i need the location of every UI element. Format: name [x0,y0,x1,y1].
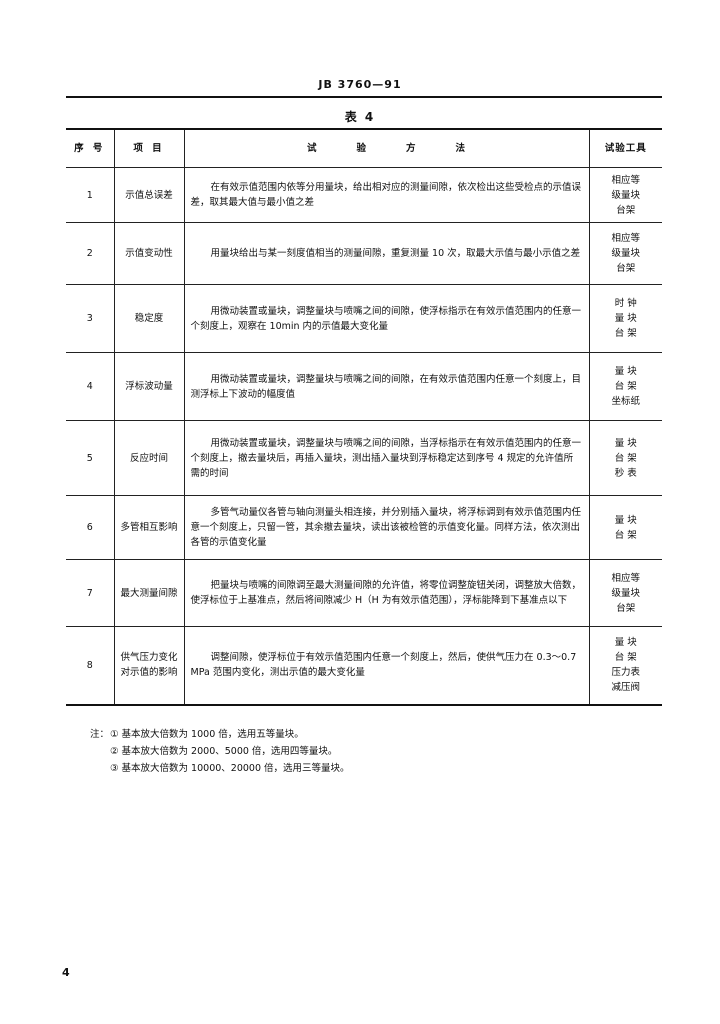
note-item: ③ 基本放大倍数为 10000、20000 倍，选用三等量块。 [110,763,350,774]
note-item: ② 基本放大倍数为 2000、5000 倍，选用四等量块。 [110,746,338,757]
tool-item: 相应等 [611,233,640,244]
row-number: 6 [66,495,115,560]
row-number: 4 [66,352,115,421]
row-method-text: 用量块给出与某一刻度值相当的测量间隙，重复测量 10 次，取最大示值与最小示值之… [210,248,581,259]
note-item: ① 基本放大倍数为 1000 倍，选用五等量块。 [110,729,304,740]
row-method: 用量块给出与某一刻度值相当的测量间隙，重复测量 10 次，取最大示值与最小示值之… [183,222,590,285]
row-number: 8 [66,626,115,706]
tool-item: 台 架 [614,452,637,464]
tool-item: 压力表 [611,667,640,679]
notes: 注：① 基本放大倍数为 1000 倍，选用五等量块。 ② 基本放大倍数为 200… [90,726,650,777]
row-method: 用微动装置或量块，调整量块与喷嘴之间的间隙，当浮标指示在有效示值范围内的任意一个… [183,420,590,496]
row-number: 5 [66,420,115,496]
row-number: 7 [66,559,115,627]
row-method: 用微动装置或量块，调整量块与喷嘴之间的间隙，在有效示值范围内任意一个刻度上，目测… [183,352,590,421]
row-tools: 量 块台 架秒 表 [588,420,662,496]
row-item: 最大测量间隙 [113,559,185,627]
row-item: 多管相互影响 [113,495,185,560]
row-tools: 量 块台 架坐标纸 [588,352,662,421]
tool-item: 相应等 [611,572,640,584]
note-line-1: 注：① 基本放大倍数为 1000 倍，选用五等量块。 [90,726,650,743]
tool-item: 台 架 [614,328,637,339]
tool-item: 级量块 [611,587,640,599]
tool-item: 台 架 [614,381,637,392]
tool-item: 坐标纸 [611,396,640,407]
header-tool: 试验工具 [588,128,662,168]
row-method-text: 用微动装置或量块，调整量块与喷嘴之间的间隙，当浮标指示在有效示值范围内的任意一个… [190,437,582,479]
row-item: 浮标波动量 [113,352,185,421]
standard-code: JB 3760—91 [318,78,402,91]
header-no: 序 号 [66,128,115,168]
tool-item: 秒 表 [614,467,637,479]
tool-item: 相应等 [611,174,640,186]
tool-item: 台架 [616,204,636,216]
row-tools: 量 块台 架 [588,495,662,560]
row-tools: 时 钟量 块台 架 [588,284,662,353]
tool-item: 级量块 [611,189,640,201]
tool-item: 减压阀 [611,682,640,694]
row-tools: 相应等级量块台架 [588,559,662,627]
row-tools: 量 块台 架压力表减压阀 [588,626,662,706]
row-number: 2 [66,222,115,285]
tool-item: 级量块 [611,248,640,259]
notes-lead: 注： [90,729,110,740]
row-item: 稳定度 [113,284,185,353]
row-method: 用微动装置或量块，调整量块与喷嘴之间的间隙，使浮标指示在有效示值范围内的任意一个… [183,284,590,353]
row-method-text: 多管气动量仪各管与轴向测量头相连接，并分别插入量块，将浮标调到有效示值范围内任意… [190,507,582,548]
header-rule [66,96,662,98]
row-method: 调整间隙，使浮标位于有效示值范围内任意一个刻度上，然后，使供气压力在 0.3～0… [183,626,590,706]
tool-item: 量 块 [614,437,637,449]
note-line-3: ③ 基本放大倍数为 10000、20000 倍，选用三等量块。 [90,760,650,777]
row-number: 3 [66,284,115,353]
row-method: 把量块与喷嘴的间隙调至最大测量间隙的允许值，将零位调整旋钮关闭，调整放大倍数，使… [183,559,590,627]
row-tools: 相应等级量块台架 [588,167,662,223]
row-method-text: 在有效示值范围内依等分用量块，给出相对应的测量间隙，依次检出这些受检点的示值误差… [190,182,582,208]
tool-item: 量 块 [614,514,637,526]
page-number: 4 [62,966,70,979]
tool-item: 台架 [616,602,636,614]
tool-item: 量 块 [614,366,637,377]
note-line-2: ② 基本放大倍数为 2000、5000 倍，选用四等量块。 [90,743,650,760]
row-item: 供气压力变化对示值的影响 [113,626,185,706]
row-number: 1 [66,167,115,223]
row-method-text: 把量块与喷嘴的间隙调至最大测量间隙的允许值，将零位调整旋钮关闭，调整放大倍数，使… [190,580,582,606]
row-method: 在有效示值范围内依等分用量块，给出相对应的测量间隙，依次检出这些受检点的示值误差… [183,167,590,223]
row-tools: 相应等级量块台架 [588,222,662,285]
tool-item: 台 架 [614,652,637,664]
row-method-text: 调整间隙，使浮标位于有效示值范围内任意一个刻度上，然后，使供气压力在 0.3～0… [190,652,577,679]
tool-item: 台 架 [614,529,637,541]
row-item: 示值总误差 [113,167,185,223]
tool-item: 台架 [616,263,636,274]
row-method-text: 用微动装置或量块，调整量块与喷嘴之间的间隙，使浮标指示在有效示值范围内的任意一个… [190,305,582,332]
tool-item: 量 块 [614,313,637,324]
header-method: 试验方法 [183,128,590,168]
table-title: 表 4 [344,110,376,124]
row-method: 多管气动量仪各管与轴向测量头相连接，并分别插入量块，将浮标调到有效示值范围内任意… [183,495,590,560]
row-method-text: 用微动装置或量块，调整量块与喷嘴之间的间隙，在有效示值范围内任意一个刻度上，目测… [190,373,582,400]
tool-item: 时 钟 [614,298,637,309]
row-item: 反应时间 [113,420,185,496]
row-item: 示值变动性 [113,222,185,285]
tool-item: 量 块 [614,637,637,649]
table-header-row: 序 号 项 目 试验方法 试验工具 [66,128,662,168]
header-item: 项 目 [113,128,185,168]
